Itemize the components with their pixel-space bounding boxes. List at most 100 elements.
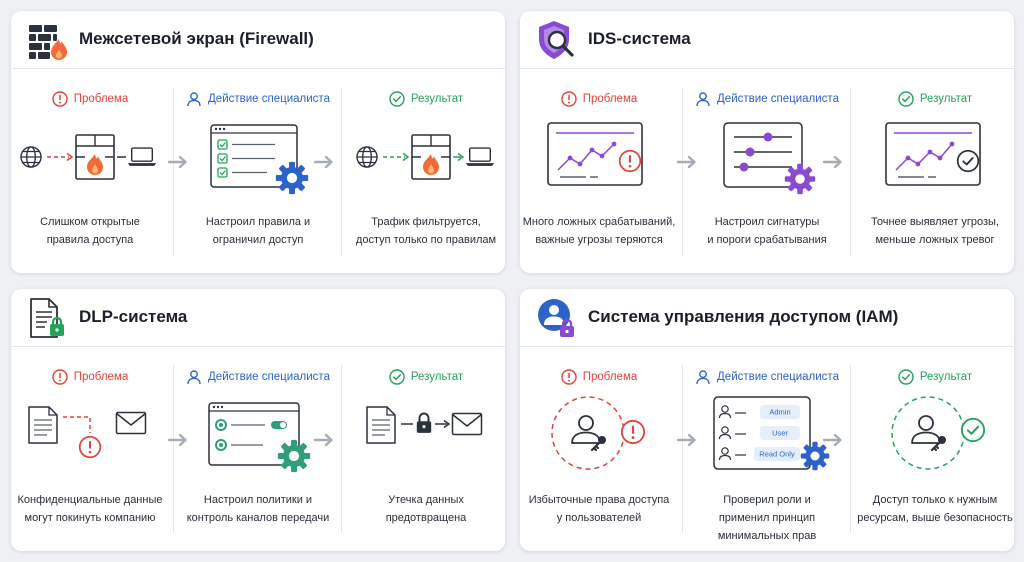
role-row: Admin	[718, 405, 800, 419]
result-label: Результат	[410, 371, 464, 383]
problem-description: Слишком открытые правила доступа	[11, 213, 169, 249]
warning-circle-icon	[561, 91, 577, 107]
arrow-right-icon	[313, 433, 335, 447]
arrow-right-icon	[313, 155, 335, 169]
restricted-access-illustration	[891, 396, 986, 470]
description-line: Избыточные права доступа	[528, 494, 670, 506]
action-header: Действие специалиста	[688, 367, 846, 387]
action-description: Настроил политики и контроль каналов пер…	[179, 491, 337, 527]
card-header: Межсетевой экран (Firewall)	[11, 11, 505, 69]
mail-icon	[115, 411, 147, 435]
problem-column: Проблема Много ложных срабатываний, важн…	[520, 69, 678, 273]
check-circle-icon	[898, 369, 914, 385]
result-column: Результат Трафик фильтруется, доступ тол…	[347, 69, 505, 273]
problem-description: Конфиденциальные данные могут покинуть к…	[11, 491, 169, 527]
description-line: ресурсам, выше безопасность	[857, 512, 1013, 524]
user-key-icon	[910, 414, 948, 452]
slider-icon	[734, 132, 792, 172]
column-divider	[682, 87, 683, 255]
card-header: DLP-система	[11, 289, 505, 347]
description-line: Конфиденциальные данные	[17, 494, 163, 506]
noisy-monitor-illustration	[547, 122, 643, 186]
excess-rights-illustration	[551, 396, 646, 470]
column-divider	[682, 365, 683, 533]
user-key-icon	[570, 414, 608, 452]
description-line: у пользователей	[556, 512, 642, 524]
description-line: предотвращена	[385, 512, 467, 524]
user-icon	[186, 91, 202, 107]
shield-magnifier-icon	[539, 21, 574, 59]
card-header: IDS-система	[520, 11, 1014, 69]
data-leak-illustration	[28, 406, 147, 459]
column-divider	[173, 87, 174, 255]
action-description: Проверил роли и применил принцип минимал…	[688, 491, 846, 545]
policy-settings-illustration	[208, 402, 311, 473]
check-circle-icon	[389, 369, 405, 385]
column-divider	[850, 87, 851, 255]
result-header: Результат	[856, 89, 1014, 109]
card-title: IDS-система	[588, 29, 691, 48]
warning-circle-icon	[52, 91, 68, 107]
open-firewall-illustration	[20, 134, 157, 180]
problem-description: Избыточные права доступа у пользователей	[520, 491, 678, 527]
user-icon	[695, 369, 711, 385]
description-line: применил принцип	[718, 512, 816, 524]
user-icon	[695, 91, 711, 107]
role-badge-read-only: Read Only	[759, 450, 795, 459]
arrow-right-icon	[822, 433, 844, 447]
card-title: Система управления доступом (IAM)	[588, 307, 899, 326]
card-title: DLP-система	[79, 307, 188, 326]
arrow-right-icon	[822, 155, 844, 169]
description-line: доступ только по правилам	[355, 234, 497, 246]
description-line: Настроил сигнатуры	[714, 216, 820, 228]
warning-badge-icon	[618, 149, 642, 173]
description-line: контроль каналов передачи	[186, 512, 330, 524]
description-line: Доступ только к нужным	[872, 494, 998, 506]
checkbox-icon	[217, 139, 275, 178]
description-line: и пороги срабатывания	[707, 234, 827, 246]
globe-icon	[356, 146, 378, 168]
check-badge-icon	[960, 417, 986, 443]
description-line: Много ложных срабатываний,	[522, 216, 676, 228]
action-column: Действие специалиста Настроил сигнатуры …	[688, 69, 846, 273]
result-column: Результат Утечка данных предотвращена	[347, 347, 505, 551]
gear-icon	[277, 439, 311, 473]
gear-icon	[275, 161, 309, 195]
result-description: Доступ только к нужным ресурсам, выше бе…	[856, 491, 1014, 527]
card-header: Система управления доступом (IAM)	[520, 289, 1014, 347]
result-header: Результат	[347, 89, 505, 109]
accurate-monitor-illustration	[885, 122, 981, 186]
description-line: правила доступа	[46, 234, 134, 246]
result-column: Результат Точнее выявляет угрозы, меньше…	[856, 69, 1014, 273]
action-label: Действие специалиста	[208, 371, 330, 383]
iam-card: Система управления доступом (IAM) Пробле…	[520, 289, 1014, 551]
problem-header: Проблема	[520, 367, 678, 387]
problem-column: Проблема Избыточные права доступа у поль…	[520, 347, 678, 551]
description-line: Настроил правила и	[205, 216, 311, 228]
warning-circle-icon	[561, 369, 577, 385]
description-line: важные угрозы теряются	[535, 234, 663, 246]
document-icon	[366, 406, 396, 444]
ids-card: IDS-система Проблема Много ложных срабат…	[520, 11, 1014, 273]
card-title: Межсетевой экран (Firewall)	[79, 29, 314, 48]
problem-label: Проблема	[582, 371, 638, 383]
document-lock-icon	[30, 298, 64, 338]
document-icon	[28, 406, 58, 444]
problem-header: Проблема	[11, 367, 169, 387]
description-line: могут покинуть компанию	[24, 512, 156, 524]
problem-label: Проблема	[73, 371, 129, 383]
role-badge-user: User	[772, 429, 788, 438]
column-divider	[173, 365, 174, 533]
description-line: Настроил политики и	[203, 494, 313, 506]
role-row: Read Only	[718, 447, 800, 461]
column-divider	[850, 365, 851, 533]
problem-header: Проблема	[520, 89, 678, 109]
filtered-traffic-illustration	[356, 134, 495, 180]
mail-icon	[451, 412, 483, 436]
gear-icon	[784, 163, 816, 195]
laptop-icon	[465, 147, 495, 167]
firewall-card: Межсетевой экран (Firewall) Проблема Сли…	[11, 11, 505, 273]
action-header: Действие специалиста	[688, 89, 846, 109]
action-column: Действие специалиста Настроил правила и …	[179, 69, 337, 273]
problem-column: Проблема Конфиденциальные данные могут п…	[11, 347, 169, 551]
